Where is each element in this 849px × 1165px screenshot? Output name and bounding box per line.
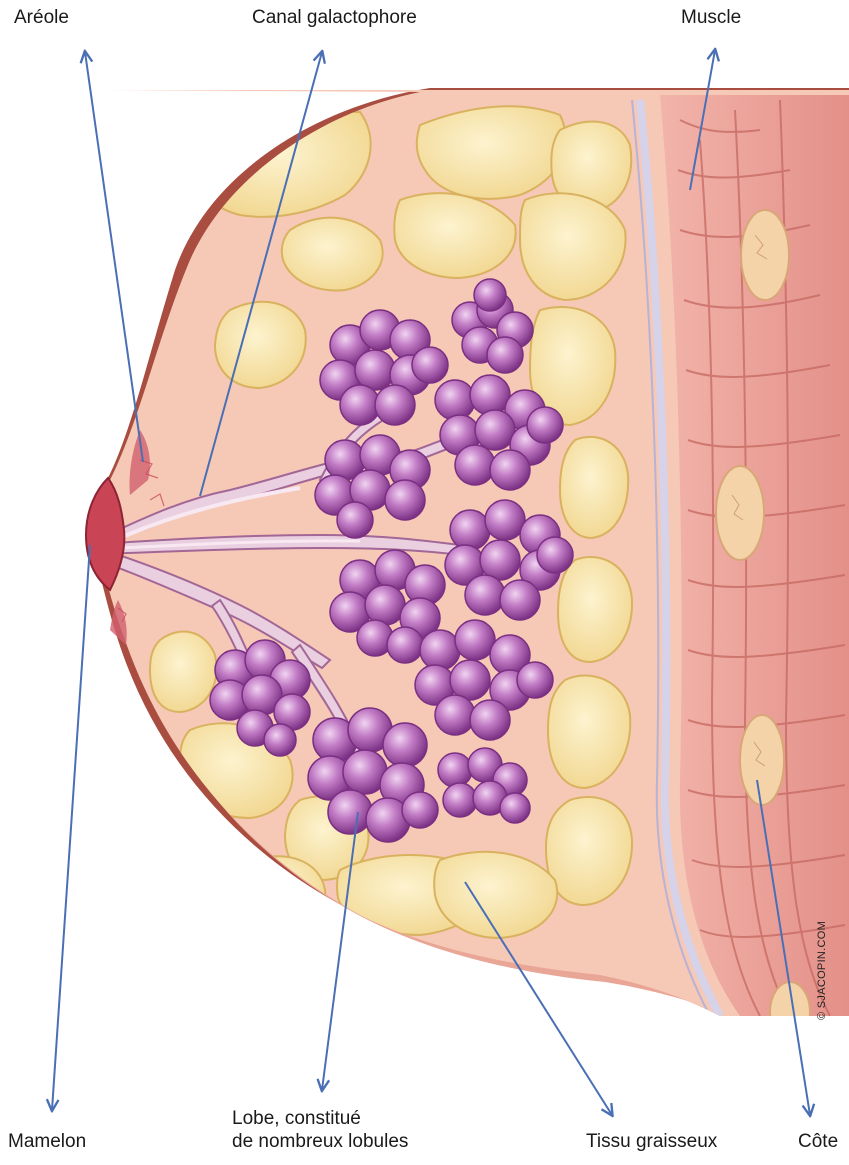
label-canal-galactophore: Canal galactophore [252, 6, 417, 29]
label-mamelon: Mamelon [8, 1130, 86, 1153]
arrow-areole [85, 52, 143, 462]
label-tissu-graisseux: Tissu graisseux [586, 1130, 717, 1153]
label-lobe: Lobe, constitué de nombreux lobules [232, 1107, 408, 1153]
label-areole: Aréole [14, 6, 69, 29]
arrow-mamelon [52, 545, 90, 1110]
label-lobe-line-2: de nombreux lobules [232, 1130, 408, 1153]
copyright-credit: © SJACOPIN.COM [814, 890, 830, 1020]
label-cote: Côte [798, 1130, 838, 1153]
label-muscle: Muscle [681, 6, 741, 29]
label-lobe-line-1: Lobe, constitué [232, 1107, 408, 1130]
